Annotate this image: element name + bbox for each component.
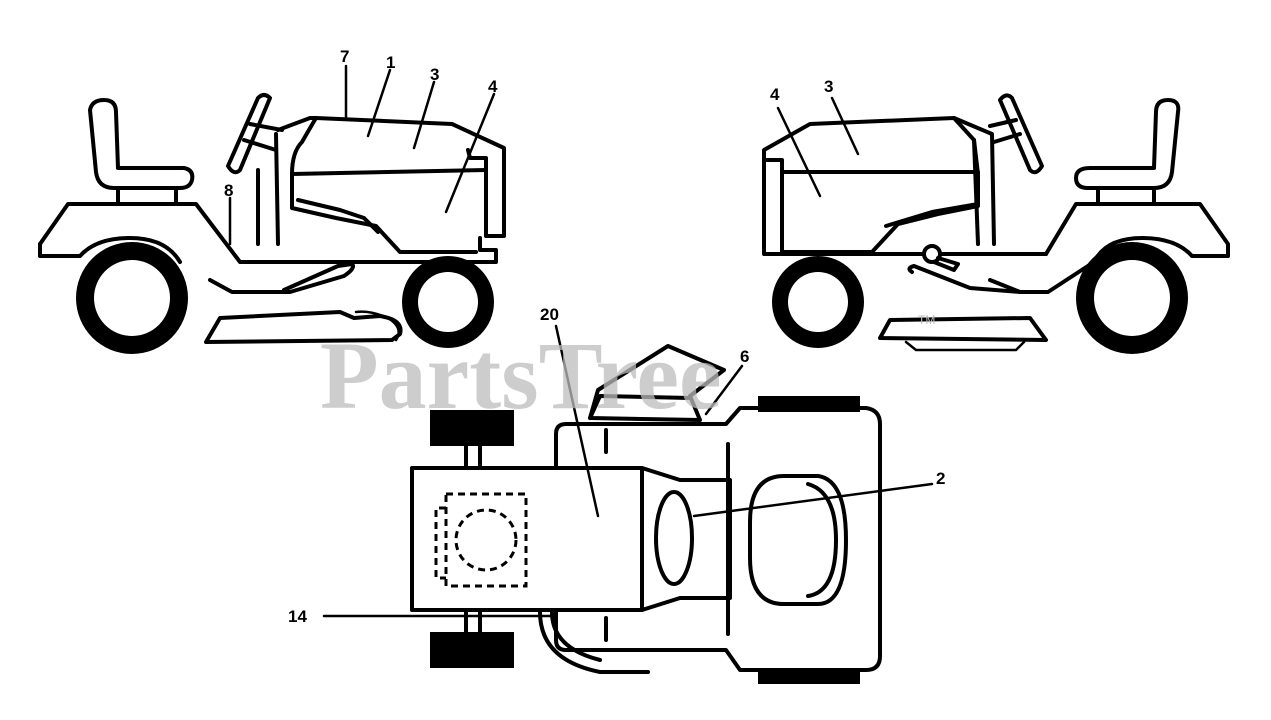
callout-7-left: 7 bbox=[340, 47, 349, 66]
seat-outline-top bbox=[444, 492, 528, 588]
rear-left-tire-top bbox=[430, 410, 514, 446]
grille-top bbox=[748, 474, 848, 606]
leader-1-left bbox=[366, 68, 392, 138]
rear-fender-left bbox=[38, 202, 498, 264]
callout-3-right: 3 bbox=[824, 77, 833, 96]
leader-4-right bbox=[776, 106, 822, 198]
footrest-right bbox=[907, 264, 1022, 294]
leader-3-right bbox=[830, 96, 860, 156]
rear-right-tire-top bbox=[430, 632, 514, 668]
top-view bbox=[322, 324, 934, 684]
leader-6-top bbox=[704, 364, 744, 416]
steering-wheel-right bbox=[998, 93, 1044, 175]
frame-left bbox=[208, 262, 355, 294]
callout-2-top: 2 bbox=[936, 469, 945, 488]
dash-oval-top bbox=[654, 490, 694, 586]
mower-deck-right bbox=[878, 316, 1048, 342]
callout-20-top: 20 bbox=[540, 305, 559, 324]
front-hub-left bbox=[418, 272, 478, 332]
pedestal-right bbox=[952, 116, 996, 246]
rear-axle-top bbox=[464, 444, 482, 634]
hood-left bbox=[314, 116, 506, 238]
hood-front-right bbox=[762, 158, 1048, 256]
leader-20-top bbox=[554, 324, 600, 518]
hood-side-left bbox=[296, 198, 380, 234]
left-side-view bbox=[38, 64, 506, 354]
seat-left bbox=[88, 98, 195, 190]
pedestal-left bbox=[256, 116, 318, 246]
seat-transition-top bbox=[640, 466, 732, 612]
front-hub-right bbox=[788, 272, 848, 332]
right-side-view bbox=[762, 93, 1230, 354]
deck-chute-left bbox=[354, 310, 400, 342]
steering-wheel-top-inner bbox=[588, 394, 692, 420]
lever-right bbox=[932, 256, 960, 272]
watermark-text: PartsTree bbox=[320, 322, 722, 429]
hood-right bbox=[762, 116, 980, 254]
callout-6-top: 6 bbox=[740, 347, 749, 366]
rear-hub-right bbox=[1094, 260, 1170, 336]
callout-14-top: 14 bbox=[288, 607, 307, 626]
seat-back-top bbox=[434, 506, 446, 580]
callout-4-left: 4 bbox=[488, 77, 498, 96]
callout-1-left: 1 bbox=[386, 53, 395, 72]
steering-wheel-left bbox=[226, 93, 272, 175]
seat-base-left bbox=[116, 186, 178, 206]
rear-hub-left bbox=[94, 260, 170, 336]
fender-curve-top bbox=[538, 610, 650, 674]
leader-2-top bbox=[692, 482, 934, 518]
hood-side-right bbox=[884, 202, 980, 228]
leader-4-left bbox=[444, 92, 496, 214]
steering-column-right bbox=[988, 118, 1022, 144]
seat-base-right bbox=[1096, 186, 1156, 206]
rear-fender-inner-left bbox=[38, 236, 182, 264]
hood-lower-left bbox=[290, 116, 488, 254]
deck-lower-right bbox=[904, 340, 1026, 352]
grille-top-inner bbox=[806, 482, 838, 598]
callout-4-right: 4 bbox=[770, 85, 780, 104]
callout-8-left: 8 bbox=[224, 181, 233, 200]
mower-deck-left bbox=[204, 310, 403, 344]
watermark-trademark: TM bbox=[918, 313, 935, 327]
seat-circle-top bbox=[454, 508, 518, 572]
callout-3-left: 3 bbox=[430, 65, 439, 84]
leader-3-left bbox=[412, 80, 436, 150]
seat-right bbox=[1074, 98, 1181, 190]
hood-top bbox=[554, 406, 882, 672]
